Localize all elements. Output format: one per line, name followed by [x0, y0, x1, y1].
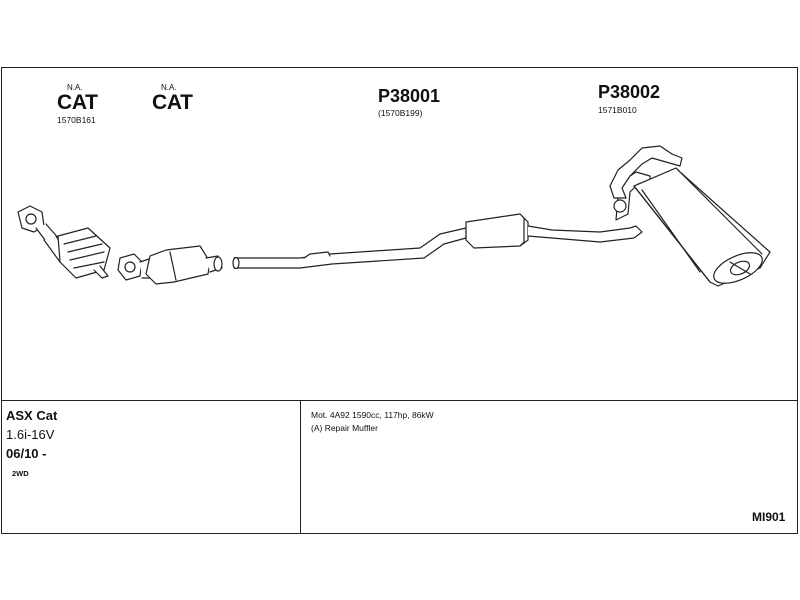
rear-muffler-p38002: [609, 145, 771, 287]
vehicle-drive: 2WD: [12, 469, 29, 478]
vehicle-model: ASX Cat: [6, 408, 58, 423]
vehicle-engine: 1.6i-16V: [6, 427, 55, 442]
diagram-code: MI901: [752, 510, 786, 524]
part-p38002-number: P38002: [598, 82, 661, 102]
part-p38001-number: P38001: [378, 86, 441, 106]
cat2-title: CAT: [152, 91, 193, 114]
engine-spec-note: Mot. 4A92 1590cc, 117hp, 86kW: [311, 410, 434, 420]
front-catalyst-part: [117, 245, 223, 285]
cat2-na-label: N.A.: [161, 83, 177, 92]
part-p38002-code: 1571B010: [598, 105, 637, 115]
repair-note: (A) Repair Muffler: [311, 423, 378, 433]
cat1-title: CAT: [57, 91, 98, 114]
intermediate-pipe-p38001: [232, 213, 643, 270]
cat1-code: 1570B161: [57, 115, 96, 125]
part-p38001-code: (1570B199): [378, 108, 423, 118]
vehicle-date: 06/10 -: [6, 446, 47, 461]
manifold-catalyst-part: [17, 205, 111, 279]
diagram-frame: [1, 67, 798, 534]
cat1-na-label: N.A.: [67, 83, 83, 92]
info-divider: [1, 400, 798, 401]
info-column-divider: [300, 400, 301, 534]
